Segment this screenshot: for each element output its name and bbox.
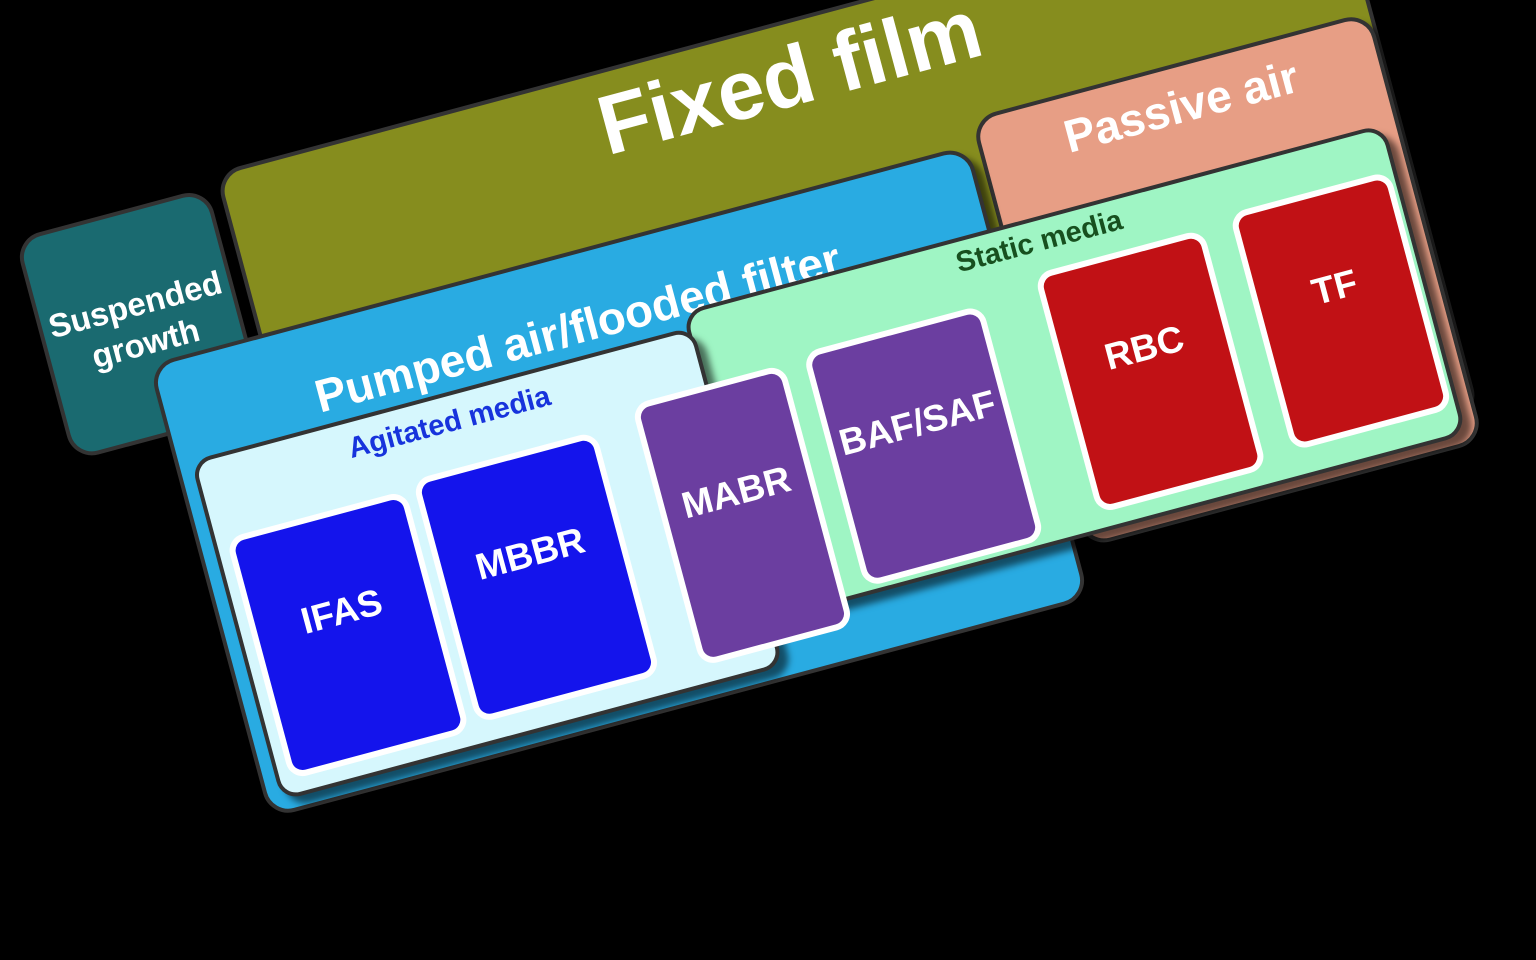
tf-label: TF	[1307, 261, 1362, 313]
biofilm-process-diagram: Suspended growth Fixed film Passive air …	[14, 0, 1485, 819]
mabr-label: MABR	[677, 457, 796, 526]
rbc-label: RBC	[1100, 317, 1189, 378]
mbbr-label: MBBR	[471, 519, 590, 588]
baf-saf-label: BAF/SAF	[834, 381, 1001, 463]
ifas-label: IFAS	[296, 580, 387, 642]
